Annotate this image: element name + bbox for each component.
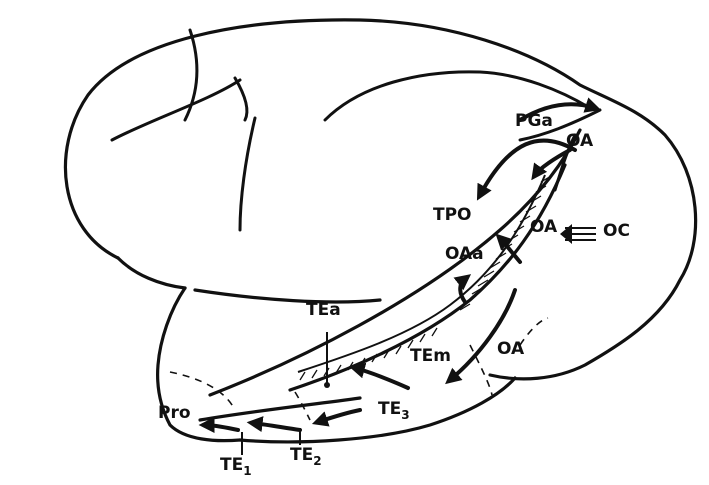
temporal-sulcus: [198, 128, 582, 422]
label-te2-sub: 2: [313, 454, 321, 468]
area-boundaries: [169, 317, 549, 421]
label-pga: PGa: [515, 111, 553, 131]
label-te1-main: TE: [220, 455, 243, 475]
label-oc: OC: [603, 221, 630, 241]
label-pro: Pro: [158, 403, 191, 423]
area-labels: PGa OA TPO OA OC OAa TEa TEm OA TE3 Pro …: [158, 111, 630, 478]
label-oa-low: OA: [497, 339, 525, 359]
label-tea: TEa: [306, 300, 341, 320]
label-te2-main: TE: [290, 445, 313, 465]
projection-arrows: [198, 97, 602, 455]
label-te2: TE2: [290, 445, 322, 468]
label-oa-mid: OA: [530, 217, 558, 237]
label-te3: TE3: [378, 399, 410, 422]
label-tpo: TPO: [433, 205, 472, 225]
label-te1-sub: 1: [243, 464, 251, 478]
sulci: [110, 28, 602, 232]
brain-outline: [63, 18, 698, 444]
label-oaa: OAa: [445, 244, 484, 264]
label-oa-top: OA: [566, 131, 594, 151]
label-te3-main: TE: [378, 399, 401, 419]
label-tem: TEm: [410, 346, 451, 366]
label-te1: TE1: [220, 455, 252, 478]
label-te3-sub: 3: [401, 408, 409, 422]
